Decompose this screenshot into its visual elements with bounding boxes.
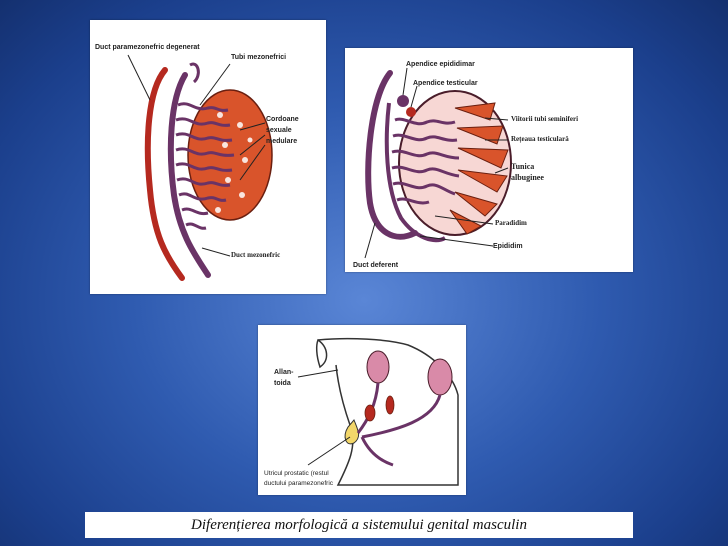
caption-bar: Diferențierea morfologică a sistemului g… <box>85 512 633 538</box>
urogenital-diagram <box>297 337 459 486</box>
panel-testis-stage: Apendice epididimar Apendice testicular … <box>345 48 633 272</box>
mesonephric-diagram <box>127 54 273 281</box>
label-duct-paramezonefric: Duct paramezonefric degenerat <box>95 44 200 51</box>
panel-urogenital-sinus: Allan-toida Utricul prostatic (restul du… <box>258 325 466 495</box>
label-duct-deferent: Duct deferent <box>353 262 399 269</box>
testis-diagram <box>364 67 512 259</box>
label-reteaua-testiculara: Rețeaua testiculară <box>511 135 569 143</box>
label-cordoane-sexuale: Cordoane sexuale medulare <box>266 116 299 145</box>
label-viitorii-tubi: Viitorii tubi seminiferi <box>511 115 579 123</box>
label-tubi-mezonefrici: Tubi mezonefrici <box>231 54 287 61</box>
label-tunica-albuginee: Tunica albuginee <box>511 162 544 182</box>
panel-mesonephric-stage: Duct paramezonefric degenerat Tubi mezon… <box>90 20 326 294</box>
label-paradidim: Paradidim <box>495 219 527 227</box>
caption-text: Diferențierea morfologică a sistemului g… <box>191 516 527 533</box>
label-apendice-epididimar: Apendice epididimar <box>406 61 475 68</box>
label-duct-mezonefric: Duct mezonefric <box>231 251 281 259</box>
label-epididim: Epididim <box>493 243 523 250</box>
label-apendice-testicular: Apendice testicular <box>413 80 478 87</box>
label-allantoida: Allan-toida <box>274 369 294 387</box>
label-utricul-prostatic: Utricul prostatic (restul ductului param… <box>264 470 334 487</box>
